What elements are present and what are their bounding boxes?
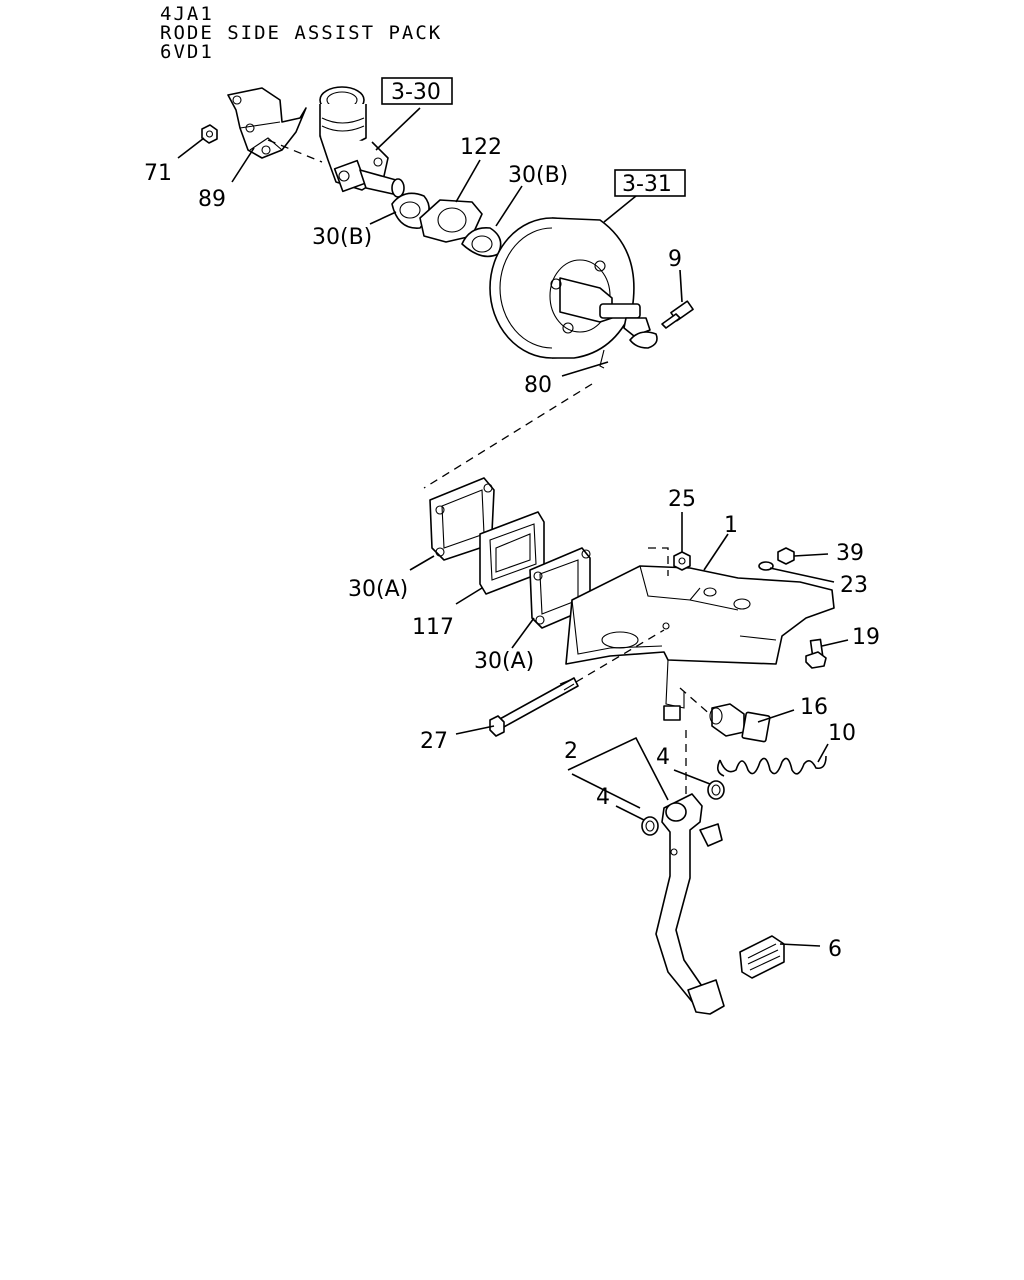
label-19: 19 (852, 625, 880, 650)
label-23: 23 (840, 573, 868, 598)
spring-10 (716, 755, 827, 777)
nut-25 (673, 551, 691, 571)
label-30b-lower: 30(B) (312, 225, 372, 250)
label-27: 27 (420, 729, 448, 754)
label-25: 25 (668, 487, 696, 512)
header-line-2: RODE SIDE ASSIST PACK (160, 22, 442, 44)
label-4-lower: 4 (596, 785, 610, 810)
label-89: 89 (198, 187, 226, 212)
master-cylinder (267, 86, 405, 198)
guide-line-booster (423, 383, 593, 489)
guide-line-bolt-27 (575, 629, 665, 683)
pedal-arm-2 (655, 793, 723, 1009)
label-4-upper: 4 (656, 745, 670, 770)
bushing-4-upper (707, 780, 725, 800)
label-9: 9 (668, 247, 682, 272)
master-cylinder-bracket (227, 87, 307, 159)
spacer-122 (419, 199, 483, 243)
bolt-19 (805, 638, 827, 669)
ref-label-3-30: 3-30 (391, 80, 441, 105)
label-71: 71 (144, 161, 172, 186)
nut-39 (777, 547, 795, 565)
label-117: 117 (412, 615, 454, 640)
bushing-4-lower (641, 816, 659, 836)
ref-box-3-31 (614, 169, 686, 197)
brake-booster (489, 217, 651, 359)
label-2: 2 (564, 739, 578, 764)
label-30b-upper: 30(B) (508, 163, 568, 188)
label-10: 10 (828, 721, 856, 746)
clip-80 (599, 331, 658, 369)
label-122: 122 (460, 135, 502, 160)
ref-label-3-31: 3-31 (622, 172, 672, 197)
guide-line-nut-25 (648, 547, 669, 576)
gasket-30b-right (461, 227, 502, 258)
label-16: 16 (800, 695, 828, 720)
label-30a-right: 30(A) (474, 649, 534, 674)
label-6: 6 (828, 937, 842, 962)
leader-lines (177, 107, 849, 947)
pedal-pad-6 (687, 935, 785, 1015)
washer-23 (758, 561, 774, 571)
bolt-27 (489, 677, 579, 737)
label-1: 1 (724, 513, 738, 538)
pedal-bracket-1 (565, 565, 835, 721)
nut-71 (201, 124, 218, 144)
label-30a-left: 30(A) (348, 577, 408, 602)
label-39: 39 (836, 541, 864, 566)
header-line-1: 4JA1 (160, 3, 214, 25)
ref-box-3-30 (381, 77, 453, 105)
pin-9 (661, 300, 694, 329)
label-80: 80 (524, 373, 552, 398)
switch-16 (709, 703, 771, 743)
header-line-3: 6VD1 (160, 41, 214, 63)
guide-line-switch-16 (679, 687, 713, 717)
